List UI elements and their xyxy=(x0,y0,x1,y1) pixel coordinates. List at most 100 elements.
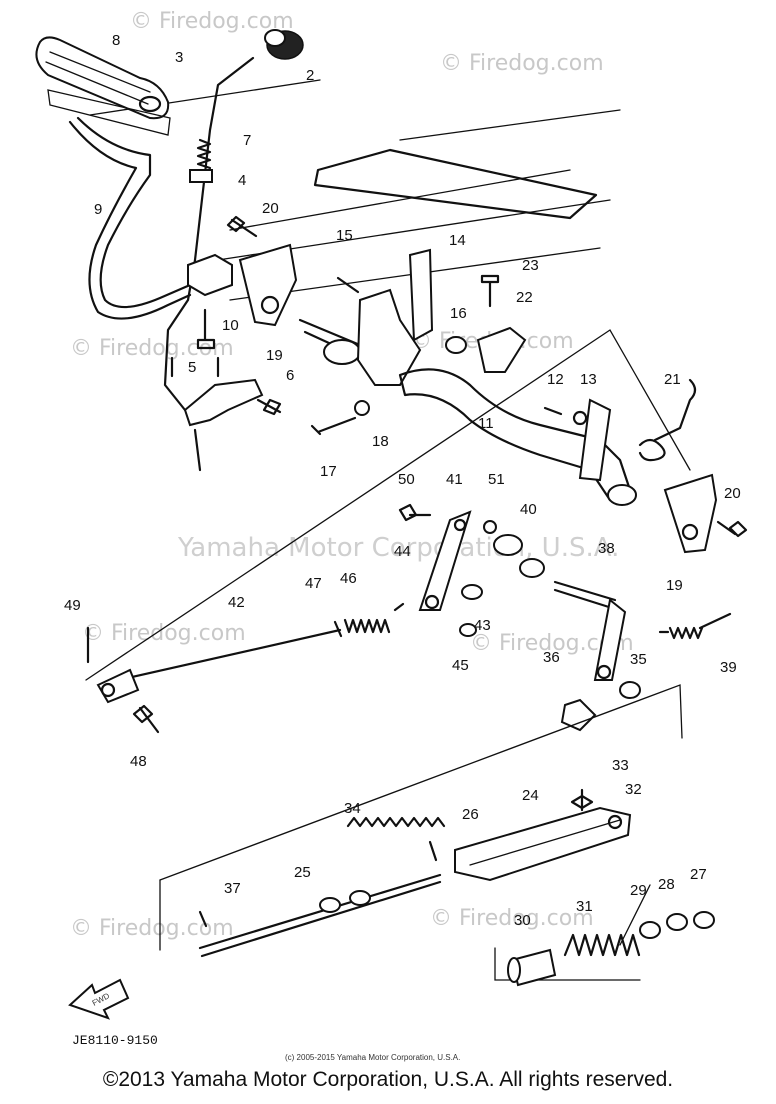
callout-label: 5 xyxy=(188,359,196,376)
callout-label: 25 xyxy=(294,864,311,881)
callout-label: 18 xyxy=(372,433,389,450)
callout-label: 37 xyxy=(224,880,241,897)
callout-label: 29 xyxy=(630,882,647,899)
guide-line xyxy=(494,947,641,981)
callout-label: 44 xyxy=(394,543,411,560)
callout-label: 23 xyxy=(522,257,539,274)
watermark: © Firedog.com xyxy=(440,51,604,76)
callout-label: 17 xyxy=(320,463,337,480)
bushing xyxy=(519,558,546,578)
pedal-lever xyxy=(454,806,632,882)
watermark: © Firedog.com xyxy=(430,906,594,931)
callout-label: 33 xyxy=(612,757,629,774)
guide-line xyxy=(619,884,651,946)
bolt xyxy=(336,276,360,294)
callout-label: 10 xyxy=(222,317,239,334)
guide-line xyxy=(85,329,691,681)
bolt xyxy=(132,704,160,734)
bolt xyxy=(310,416,357,436)
watermark: © Firedog.com xyxy=(70,916,234,941)
cable-spring xyxy=(333,602,405,638)
callout-label: 38 xyxy=(598,540,615,557)
callout-label: 47 xyxy=(305,575,322,592)
bolt xyxy=(716,520,748,538)
collar xyxy=(459,623,478,637)
spring xyxy=(658,612,732,640)
cable-end xyxy=(96,668,140,704)
callout-label: 21 xyxy=(664,371,681,388)
cable xyxy=(108,628,342,684)
callout-label: 16 xyxy=(450,305,467,322)
shaft-lever xyxy=(593,598,627,681)
frame-member xyxy=(89,79,621,301)
callout-label: 20 xyxy=(262,200,279,217)
pin xyxy=(619,681,642,699)
document-code: JE8110-9150 xyxy=(72,1033,158,1048)
callout-label: 28 xyxy=(658,876,675,893)
bolt xyxy=(570,788,594,812)
bolt xyxy=(543,406,588,426)
pin xyxy=(428,840,438,862)
collar xyxy=(461,584,484,600)
watermark: Yamaha Motor Corporation, U.S.A. xyxy=(177,533,619,563)
callout-label: 49 xyxy=(64,597,81,614)
nut xyxy=(666,913,689,931)
block xyxy=(187,253,233,297)
callout-label: 24 xyxy=(522,787,539,804)
bolt xyxy=(398,503,432,522)
callout-label: 36 xyxy=(543,649,560,666)
callout-label: 3 xyxy=(175,49,183,66)
bolt xyxy=(256,398,282,416)
wing-nut xyxy=(560,698,597,732)
guide-line xyxy=(159,684,683,881)
callout-label: 27 xyxy=(690,866,707,883)
pin xyxy=(170,356,220,378)
callout-label: 26 xyxy=(462,806,479,823)
link-plate xyxy=(418,510,472,611)
rod-knob xyxy=(264,29,304,60)
pedal-lever-edge xyxy=(469,819,621,866)
lever xyxy=(183,378,264,427)
callout-label: 40 xyxy=(520,501,537,518)
callout-label: 7 xyxy=(243,132,251,149)
bushing xyxy=(493,534,524,556)
callout-label: 31 xyxy=(576,898,593,915)
callout-label: 13 xyxy=(580,371,597,388)
nut xyxy=(445,336,468,354)
pedal-plate xyxy=(47,89,171,136)
spring xyxy=(563,933,641,957)
callout-label: 43 xyxy=(474,617,491,634)
callout-label: 46 xyxy=(340,570,357,587)
bracket xyxy=(663,473,718,554)
watermark-layer: © Firedog.com © Firedog.com © Firedog.co… xyxy=(70,9,634,941)
bolt xyxy=(226,215,258,238)
pedal-pad xyxy=(35,36,170,120)
bracket xyxy=(238,243,298,327)
callout-label: 34 xyxy=(344,800,361,817)
bracket xyxy=(476,326,527,373)
callout-label: 19 xyxy=(666,577,683,594)
bolt xyxy=(480,274,500,308)
callout-label: 11 xyxy=(478,415,494,432)
callout-label: 6 xyxy=(286,367,294,384)
callout-label: 39 xyxy=(720,659,737,676)
nut xyxy=(693,911,716,929)
callout-label: 35 xyxy=(630,651,647,668)
callout-label: 51 xyxy=(488,471,505,488)
callout-label: 41 xyxy=(446,471,463,488)
copyright-footer: ©2013 Yamaha Motor Corporation, U.S.A. A… xyxy=(102,1068,674,1091)
callout-label: 30 xyxy=(514,912,531,929)
pedal-arm xyxy=(76,116,192,309)
callout-label: 42 xyxy=(228,594,245,611)
clip xyxy=(198,910,208,928)
watermark: © Firedog.com xyxy=(130,9,294,34)
callout-label: 32 xyxy=(625,781,642,798)
callout-label: 48 xyxy=(130,753,147,770)
small-copyright: (c) 2005-2015 Yamaha Motor Corporation, … xyxy=(285,1053,460,1062)
rod-collar xyxy=(189,169,213,183)
callout-label: 45 xyxy=(452,657,469,674)
callout-label: 19 xyxy=(266,347,283,364)
